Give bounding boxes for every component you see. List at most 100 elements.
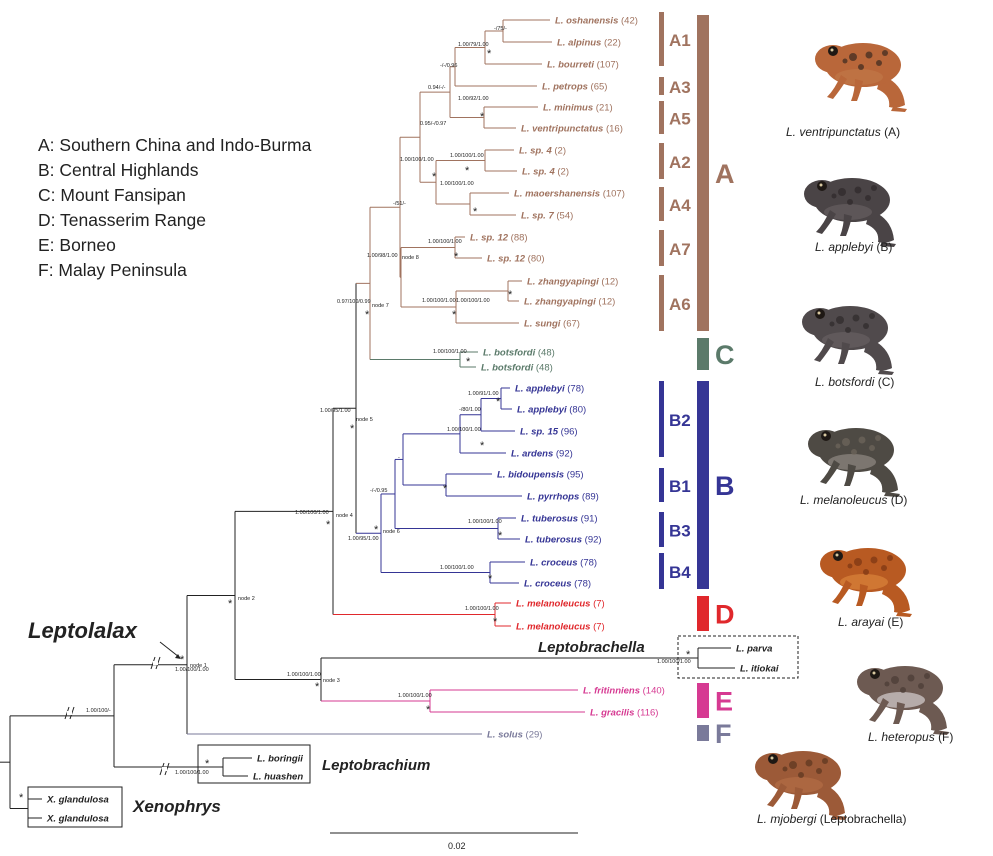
legend-item: A: Southern China and Indo-Burma: [38, 135, 312, 155]
tip-species: L. sp. 15: [520, 427, 559, 438]
tip-labels: L. oshanensis (42)L. alpinus (22)L. bour…: [46, 16, 779, 825]
support-value: 1.00/100/1.00: [465, 606, 499, 612]
branch-break-gap: [153, 661, 158, 665]
caption-species: L. botsfordi: [815, 375, 875, 389]
subclade-label: A2: [669, 153, 691, 172]
tip-label: L. sp. 7 (54): [521, 211, 573, 222]
tip-species: L. applebyi: [515, 384, 565, 395]
tip-species: L. zhangyapingi: [527, 277, 599, 288]
subclade-bar: [659, 77, 664, 95]
tip-species: X. glandulosa: [46, 814, 109, 825]
subclade-label: B2: [669, 411, 691, 430]
subclade-bar: [659, 275, 664, 331]
caption-suffix: (Leptobrachella): [819, 812, 907, 826]
tip-count: (91): [578, 514, 598, 525]
node-label: node 2: [238, 596, 255, 602]
xenophrys-box: [27, 786, 123, 828]
photo-caption: L. botsfordi (C): [815, 375, 894, 389]
subclade-label: A7: [669, 240, 691, 259]
xenophrys-label: Xenophrys: [132, 797, 221, 816]
subclade-bar: [659, 101, 664, 134]
tip-count: (140): [640, 686, 665, 697]
support-value: 1.00/100/1.00: [428, 239, 462, 245]
caption-suffix: (F): [938, 730, 954, 744]
tip-label: L. ventripunctatus (16): [521, 124, 623, 135]
support-value: 1.00/95/1.00: [320, 408, 351, 414]
support-value: 1.00/100/-: [86, 708, 111, 714]
tip-count: (2): [552, 146, 566, 157]
tip-label: L. fritinniens (140): [583, 686, 665, 697]
tip-count: (116): [634, 708, 658, 719]
tip-label: L. applebyi (78): [515, 384, 584, 395]
support-value: 0.94/-/-: [428, 85, 446, 91]
subclade-label: B1: [669, 477, 691, 496]
support-value: 1.00/100/1.00: [295, 510, 329, 516]
support-value: -/-/0.96: [440, 63, 457, 69]
clade-bar: [697, 338, 709, 370]
tip-label: L. boringii: [257, 754, 303, 765]
clade-bar: [697, 15, 709, 331]
tip-count: (29): [523, 730, 543, 741]
tip-label: L. petrops (65): [542, 82, 607, 93]
leptobrachium-box: [197, 744, 311, 784]
subclade-bar: [659, 12, 664, 66]
tip-species: L. croceus: [524, 579, 572, 590]
frog-photo: [857, 666, 949, 735]
tip-species: L. maoershanensis: [514, 189, 600, 200]
tip-label: L. sp. 4 (2): [519, 146, 566, 157]
tip-label: L. bidoupensis (95): [497, 470, 584, 481]
support-value: 1.00/98/1.00: [367, 253, 398, 259]
support-value: -: [398, 455, 400, 461]
tip-count: (78): [578, 558, 598, 569]
tip-species: L. oshanensis: [555, 16, 618, 27]
tip-count: (80): [567, 405, 587, 416]
legend-item: C: Mount Fansipan: [38, 185, 186, 205]
tip-count: (12): [599, 277, 619, 288]
tip-species: L. tuberosus: [521, 514, 578, 525]
tip-label: L. melanoleucus (7): [516, 599, 605, 610]
tip-species: L. applebyi: [517, 405, 567, 416]
subclade-bar: [659, 143, 664, 179]
branch-break-gap: [67, 711, 72, 715]
tip-count: (21): [593, 103, 613, 114]
clade-bar: [697, 596, 709, 631]
tip-count: (92): [582, 535, 602, 546]
tip-species: L. itiokai: [740, 664, 779, 675]
significance-star: *: [473, 206, 478, 218]
support-value: 1.00/100/1.00: [450, 153, 484, 159]
tip-label: X. glandulosa: [46, 814, 109, 825]
frog-photo: [804, 178, 896, 247]
tip-count: (107): [594, 60, 619, 71]
support-value: 1.00/100/1.00: [175, 770, 209, 776]
clade-label: E: [715, 687, 733, 717]
tip-species: L. minimus: [543, 103, 593, 114]
photo-caption: L. heteropus (F): [868, 730, 953, 744]
clade-label: A: [715, 159, 735, 189]
caption-species: L. mjobergi: [757, 812, 817, 826]
tip-count: (48): [535, 348, 555, 359]
subclade-bar: [659, 381, 664, 457]
clade-label: F: [715, 719, 732, 749]
leptobrachium-label: Leptobrachium: [322, 757, 430, 774]
tip-label: L. botsfordi (48): [481, 363, 553, 374]
significance-star: *: [686, 649, 691, 661]
tip-count: (54): [554, 211, 574, 222]
scale-bar-label: 0.02: [448, 841, 466, 851]
tip-label: L. croceus (78): [524, 579, 591, 590]
subclade-label: A6: [669, 295, 691, 314]
subclade-bar: [659, 553, 664, 589]
frog-photo: [808, 428, 900, 497]
caption-species: L. ventripunctatus: [786, 125, 881, 139]
clade-bar: [697, 683, 709, 718]
tip-label: L. tuberosus (91): [521, 514, 598, 525]
photo-caption: L. melanoleucus (D): [800, 493, 907, 507]
significance-star: *: [488, 573, 493, 585]
significance-star: *: [508, 289, 513, 301]
tip-count: (107): [600, 189, 625, 200]
tip-species: L. solus: [487, 730, 523, 741]
tip-label: L. zhangyapingi (12): [527, 277, 618, 288]
support-value: 1.00/79/1.00: [458, 42, 489, 48]
support-value: -/51/-: [393, 201, 406, 207]
